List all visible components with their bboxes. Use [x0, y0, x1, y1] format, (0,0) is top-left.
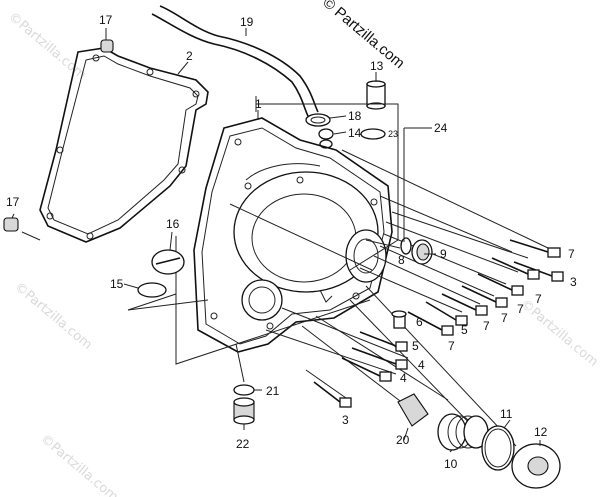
bolt-part-4-lower [341, 357, 392, 382]
callout-6: 6 [416, 315, 423, 329]
gasket-part-2 [39, 47, 209, 243]
oil-strainer-part-20 [397, 393, 429, 427]
watermark-top-left: ©Partzilla.com [5, 10, 88, 83]
callout-5-upper: 5 [461, 323, 468, 337]
callout-1: 1 [255, 97, 262, 111]
bolt-part-7-f [407, 311, 454, 336]
callout-13: 13 [370, 59, 384, 73]
callout-3-lower: 3 [342, 413, 349, 427]
callout-4-upper: 4 [418, 358, 425, 372]
callout-2: 2 [186, 49, 193, 63]
o-ring-part-11 [481, 425, 515, 471]
drain-bolt-part-22 [233, 397, 255, 425]
o-ring-part-8 [400, 237, 412, 255]
callout-23: 23 [388, 129, 398, 139]
callout-7-a: 7 [568, 247, 575, 261]
callout-17-top: 17 [99, 13, 113, 27]
dowel-pin-17-left [3, 217, 19, 232]
callout-19: 19 [240, 15, 254, 29]
bolt-part-4-upper [351, 347, 408, 370]
bolt-part-7-e [441, 293, 488, 316]
spring-part-10 [437, 413, 489, 451]
callout-labels: 17 2 19 1 13 18 14 23 24 17 16 15 8 9 7 … [6, 13, 577, 471]
watermark-mid-left: ©Partzilla.com [11, 280, 94, 353]
callout-12: 12 [534, 425, 548, 439]
drain-plug-part-6 [391, 310, 407, 329]
bolt-part-3-right [513, 261, 564, 282]
callout-24: 24 [434, 121, 448, 135]
bolt-part-7-a [509, 239, 561, 258]
crankcase-cover-part-1 [193, 117, 393, 353]
callout-21: 21 [266, 384, 280, 398]
callout-18: 18 [348, 109, 362, 123]
assembly-outline [175, 96, 399, 365]
timing-plug-part-16 [151, 249, 185, 275]
bolt-part-7-d [461, 285, 508, 308]
dowel-pin-17-top [100, 39, 114, 53]
oil-fitting-part-13 [366, 80, 386, 110]
breather-hose-part-19 [151, 5, 319, 117]
bolt-part-7-b [491, 257, 540, 280]
callout-17-left: 17 [6, 195, 20, 209]
leader-lines [11, 28, 541, 453]
callout-20: 20 [396, 433, 410, 447]
callout-10: 10 [444, 457, 458, 471]
hose-clamp-part-18 [305, 113, 331, 127]
callout-7-c: 7 [517, 302, 524, 316]
watermark-right: ©Partzilla.com [517, 297, 600, 370]
callout-11: 11 [500, 407, 513, 421]
callout-7-b: 7 [535, 292, 542, 306]
bolt-part-5-lower [359, 331, 408, 352]
o-ring-part-15 [137, 282, 167, 298]
callout-5-lower: 5 [412, 339, 419, 353]
callout-14: 14 [348, 126, 362, 140]
bolt-part-3-lower [313, 381, 352, 408]
o-ring-part-23 [360, 128, 386, 140]
callout-22: 22 [236, 437, 250, 451]
callout-16: 16 [166, 217, 180, 231]
callout-7-e: 7 [483, 319, 490, 333]
bolt-part-7-c [477, 273, 524, 296]
callout-7-f: 7 [448, 339, 455, 353]
inspection-cap-part-9 [411, 239, 433, 265]
bolt-part-5-upper [425, 301, 468, 326]
callout-9: 9 [440, 247, 447, 261]
callout-4-lower: 4 [400, 371, 407, 385]
partzilla-watermark: © Partzilla.com [319, 0, 407, 72]
callout-7-d: 7 [501, 311, 508, 325]
callout-15: 15 [110, 277, 124, 291]
callout-8: 8 [398, 253, 405, 267]
drain-cap-part-12 [511, 443, 561, 489]
callout-3-right: 3 [570, 275, 577, 289]
watermark-bottom-left: ©Partzilla.com [37, 432, 120, 497]
washer-part-21 [233, 384, 255, 396]
